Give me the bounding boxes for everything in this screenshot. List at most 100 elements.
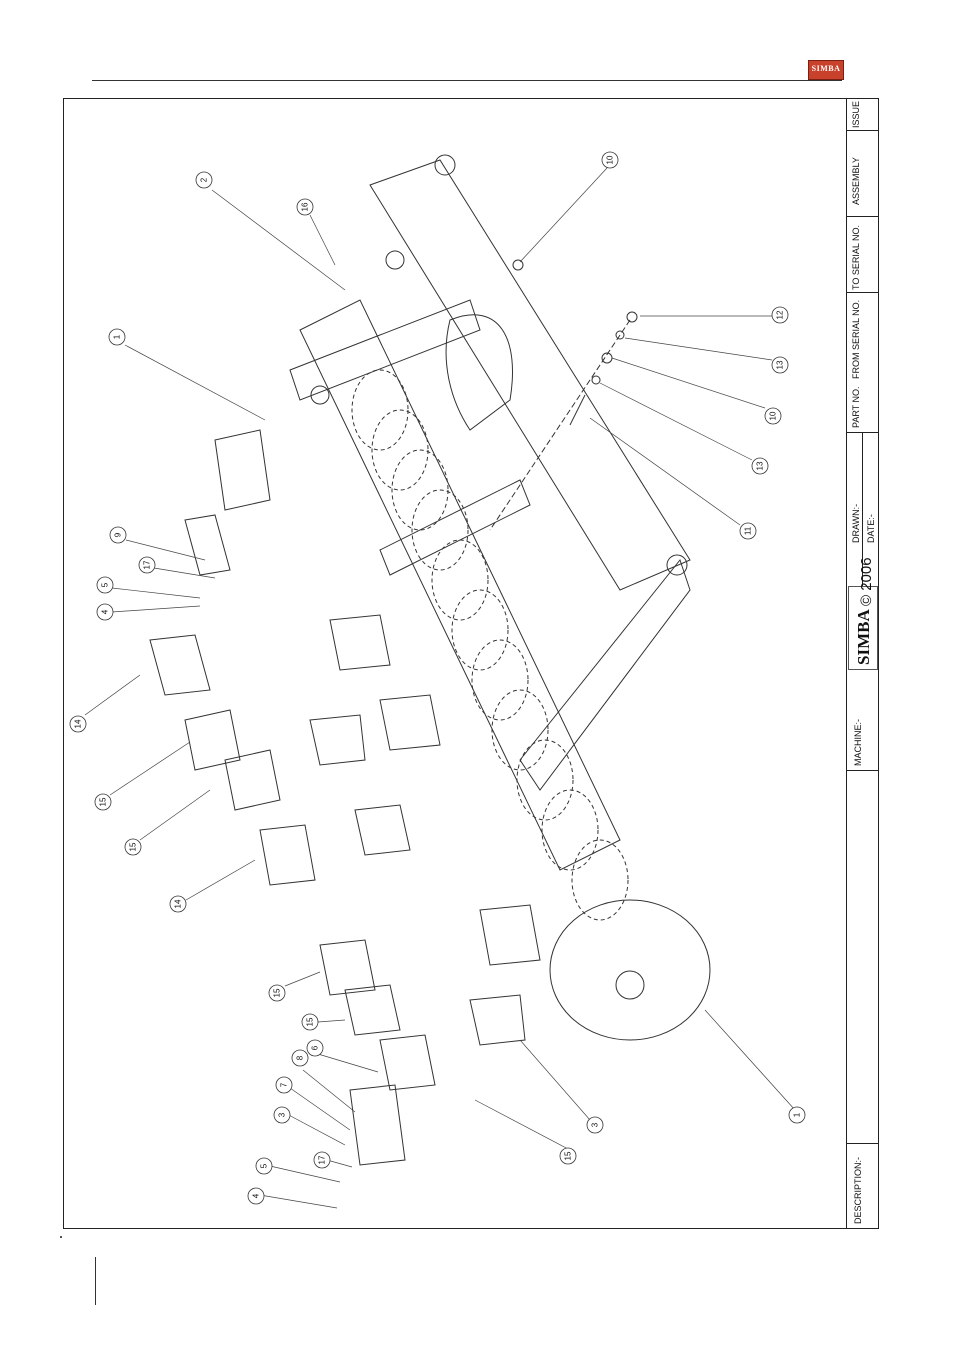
disc-gang xyxy=(352,370,628,920)
callout-bubble: 7 xyxy=(276,1077,292,1093)
leg-bracket-3 xyxy=(150,635,210,695)
title-block-rule xyxy=(846,292,879,293)
callout-number: 14 xyxy=(174,899,183,908)
cross-beam-3 xyxy=(520,560,690,790)
header-rule xyxy=(92,80,842,81)
callout-number: 4 xyxy=(101,609,110,614)
callout-bubble: 5 xyxy=(256,1158,272,1174)
from-serial-label: FROM SERIAL NO. xyxy=(851,300,861,379)
callout-number: 17 xyxy=(143,560,152,569)
headstock-bracket xyxy=(446,315,512,430)
hardware-washer-1 xyxy=(627,312,637,322)
callout-number: 14 xyxy=(74,719,83,728)
leg-bracket-9 xyxy=(320,940,375,995)
end-disc xyxy=(550,900,710,1040)
description-label: DESCRIPTION:- xyxy=(853,1157,863,1224)
callout-number: 2 xyxy=(200,177,209,182)
footer-rule xyxy=(95,1257,96,1305)
to-serial-label: TO SERIAL NO. xyxy=(851,225,861,290)
callout-number: 7 xyxy=(280,1082,289,1087)
callout-number: 4 xyxy=(252,1193,261,1198)
title-block-rule xyxy=(846,1143,879,1144)
issue-label: ISSUE xyxy=(851,101,861,128)
callout-number: 3 xyxy=(591,1122,600,1127)
callout-number: 12 xyxy=(776,310,785,319)
callout-number: 10 xyxy=(606,155,615,164)
callout-bubble: 15 xyxy=(302,1014,318,1030)
leg-bracket-11 xyxy=(380,1035,435,1090)
callout-number: 1 xyxy=(113,334,122,339)
callout-number: 13 xyxy=(776,360,785,369)
callout-bubble: 13 xyxy=(772,357,788,373)
callout-bubble: 6 xyxy=(307,1040,323,1056)
title-block-rule xyxy=(846,216,879,217)
pivot-lug-right xyxy=(667,555,687,575)
leg-bracket-1 xyxy=(215,430,270,510)
title-block-divider xyxy=(846,98,847,1229)
callout-number: 11 xyxy=(744,526,753,535)
callout-bubble: 13 xyxy=(752,458,768,474)
callout-bubble: 9 xyxy=(110,527,126,543)
leg-bracket-15 xyxy=(380,695,440,750)
callout-number: 13 xyxy=(756,461,765,470)
callout-bubble: 1 xyxy=(109,329,125,345)
leg-bracket-6 xyxy=(260,825,315,885)
callout-bubble: 2 xyxy=(196,172,212,188)
callout-number: 6 xyxy=(311,1045,320,1050)
title-block-rule xyxy=(846,770,879,771)
leg-bracket-12 xyxy=(350,1085,405,1165)
callout-bubble: 8 xyxy=(292,1050,308,1066)
leg-bracket-13 xyxy=(470,995,525,1045)
exploded-assembly-drawing: 2161011213101311917541415151415156873175… xyxy=(64,99,844,1227)
cross-beam-1 xyxy=(290,300,480,400)
callout-number: 8 xyxy=(296,1055,305,1060)
callout-bubble: 14 xyxy=(170,896,186,912)
leg-bracket-7 xyxy=(310,715,365,765)
copyright-notice: © 2006 xyxy=(858,557,875,606)
simba-title-logo-text: SIMBA xyxy=(854,609,874,665)
leader-lines xyxy=(85,168,795,1208)
callout-bubble: 1 xyxy=(789,1107,805,1123)
callout-number: 5 xyxy=(101,582,110,587)
leg-bracket-5 xyxy=(225,750,280,810)
callout-number: 17 xyxy=(318,1155,327,1164)
machine-label: MACHINE:- xyxy=(853,719,863,766)
hardware-washer-3 xyxy=(592,376,600,384)
callout-number: 5 xyxy=(260,1163,269,1168)
pivot-lug-top xyxy=(435,155,455,175)
brand-logo-text: SIMBA xyxy=(809,64,843,73)
callout-bubble: 10 xyxy=(765,408,781,424)
callout-bubble: 12 xyxy=(772,307,788,323)
callout-number: 15 xyxy=(273,988,282,997)
frame-beam-lower xyxy=(300,300,620,870)
callout-bubble: 15 xyxy=(125,839,141,855)
leg-bracket-8 xyxy=(355,805,410,855)
leg-bracket-14 xyxy=(330,615,390,670)
callout-number: 1 xyxy=(793,1112,802,1117)
part-no-label: PART NO. xyxy=(851,386,861,428)
hardware-pin xyxy=(513,260,523,270)
leg-bracket-16 xyxy=(480,905,540,965)
callout-number: 15 xyxy=(564,1151,573,1160)
callout-layer: 2161011213101311917541415151415156873175… xyxy=(70,152,805,1204)
callout-number: 9 xyxy=(114,532,123,537)
frame-beam-upper xyxy=(370,160,690,590)
callout-bubble: 15 xyxy=(95,794,111,810)
callout-number: 15 xyxy=(129,842,138,851)
callout-bubble: 4 xyxy=(248,1188,264,1204)
callout-number: 15 xyxy=(306,1017,315,1026)
title-block-rule xyxy=(846,130,879,131)
callout-bubble: 14 xyxy=(70,716,86,732)
leg-bracket-4 xyxy=(185,710,240,770)
page-mark xyxy=(60,1236,62,1238)
callout-number: 15 xyxy=(99,797,108,806)
end-disc-hub xyxy=(616,971,644,999)
cross-beam-2 xyxy=(380,480,530,575)
callout-bubble: 15 xyxy=(560,1148,576,1164)
callout-bubble: 10 xyxy=(602,152,618,168)
callout-number: 3 xyxy=(278,1112,287,1117)
leg-bracket-2 xyxy=(185,515,230,575)
callout-bubble: 3 xyxy=(587,1117,603,1133)
callout-bubble: 3 xyxy=(274,1107,290,1123)
callout-bubble: 16 xyxy=(297,199,313,215)
